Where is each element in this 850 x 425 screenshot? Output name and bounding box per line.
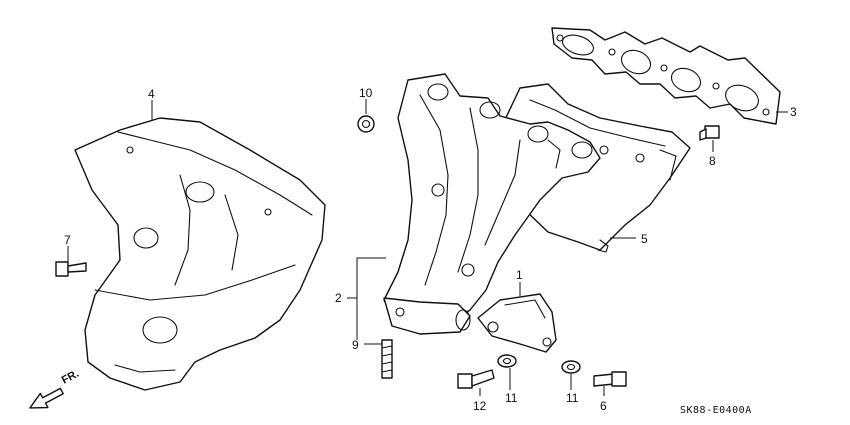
diagram-code: SK88-E0400A xyxy=(680,405,752,416)
stud-part-9 xyxy=(381,339,393,379)
nut-part-10 xyxy=(357,115,375,133)
bracket-part-1 xyxy=(477,293,557,353)
bolt-part-8 xyxy=(699,125,720,141)
leader-lines xyxy=(67,99,788,396)
callout-8: 8 xyxy=(709,154,716,168)
callout-3: 3 xyxy=(790,105,797,119)
washer-part-11-left xyxy=(497,354,517,368)
lower-heat-cover-part-4 xyxy=(74,117,326,391)
callout-11-left: 11 xyxy=(505,391,518,405)
front-arrow-label: FR. xyxy=(60,368,81,387)
bolt-part-12 xyxy=(457,369,495,389)
exhaust-manifold-part-2 xyxy=(383,73,601,335)
washer-part-11-right xyxy=(561,360,581,374)
callout-7: 7 xyxy=(64,233,71,247)
callout-5: 5 xyxy=(641,232,648,246)
gasket-part-3 xyxy=(551,27,781,125)
callout-1: 1 xyxy=(516,268,523,282)
callout-10: 10 xyxy=(359,86,373,100)
callout-2: 2 xyxy=(335,291,342,305)
front-direction-arrow xyxy=(29,387,64,409)
bolt-part-6 xyxy=(593,371,627,387)
callout-11-right: 11 xyxy=(566,391,579,405)
bolt-part-7 xyxy=(55,261,87,277)
callout-4: 4 xyxy=(148,87,155,101)
callout-12: 12 xyxy=(473,399,487,413)
callout-9: 9 xyxy=(352,338,359,352)
callout-6: 6 xyxy=(600,399,607,413)
